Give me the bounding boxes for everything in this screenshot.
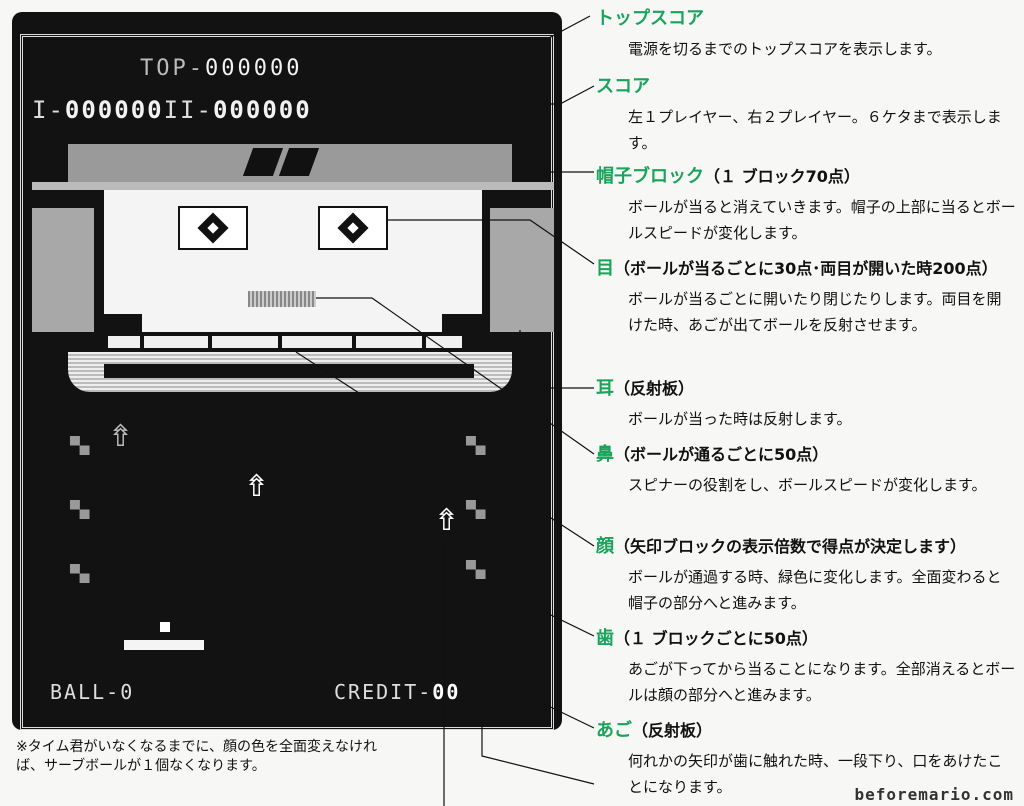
top-score-display: TOP-000000: [140, 56, 303, 81]
time-kun-icon: ▀▄: [466, 436, 486, 455]
hat-brim: [32, 182, 554, 190]
tooth: [108, 336, 140, 348]
right-ear: [490, 208, 554, 332]
footnote: ※タイム君がいなくなるまでに、顔の色を全面変えなければ、サーブボールが１個なくな…: [16, 739, 378, 774]
nose-block: [248, 291, 316, 307]
ball-count-display: BALL-0: [50, 680, 135, 704]
paddle: [124, 640, 204, 650]
tooth: [212, 336, 278, 348]
watermark: beforemario.com: [854, 785, 1014, 804]
entry-eyes: 目（ボールが当るごとに30点･両目が開いた時200点） ボールが当るごとに開いた…: [596, 258, 1002, 334]
tooth: [426, 336, 462, 348]
right-eye: [318, 206, 388, 250]
arrow-up-icon: ⇮: [108, 419, 134, 454]
time-kun-icon: ▀▄: [70, 436, 90, 455]
entry-hat-block: 帽子ブロック（１ ブロック70点） ボールが当ると消えていきます。帽子の上部に当…: [596, 166, 1016, 242]
mouth-gap: [104, 364, 474, 378]
entry-jaw: あご（反射板） 何れかの矢印が歯に触れた時、一段下り、口をあけたことになります。: [596, 720, 1003, 796]
entry-score: スコア 左１プレイヤー、右２プレイヤー。６ケタまで表示します。: [596, 76, 1002, 152]
left-ear: [32, 208, 94, 332]
player-score-display: I-000000II-000000: [32, 96, 312, 124]
credit-display: CREDIT-00: [334, 680, 461, 704]
time-kun-icon: ▀▄: [70, 564, 90, 583]
entry-nose: 鼻（ボールが通るごとに50点） スピナーの役割をし、ボールスピードが変化します。: [596, 444, 987, 494]
entry-ears: 耳（反射板） ボールが当った時は反射します。: [596, 378, 852, 428]
time-kun-icon: ▀▄: [466, 500, 486, 519]
game-screen: TOP-000000 I-000000II-000000 ▀▄ ⇮ ▀▄ ▀▄ …: [12, 12, 562, 730]
ball: [160, 622, 170, 632]
entry-teeth: 歯（１ ブロックごとに50点） あごが下ってから当ることになります。全部消えると…: [596, 628, 1016, 704]
entry-top-score: トップスコア 電源を切るまでのトップスコアを表示します。: [596, 8, 942, 58]
tooth: [282, 336, 352, 348]
entry-face: 顔（矢印ブロックの表示倍数で得点が決定します） ボールが通過する時、緑色に変化し…: [596, 536, 1002, 612]
time-kun-icon: ▀▄: [466, 560, 486, 579]
arrow-block-icon: ⇮: [244, 469, 270, 504]
left-eye: [178, 206, 248, 250]
tooth: [144, 336, 208, 348]
time-kun-icon: ▀▄: [70, 500, 90, 519]
tooth: [356, 336, 422, 348]
